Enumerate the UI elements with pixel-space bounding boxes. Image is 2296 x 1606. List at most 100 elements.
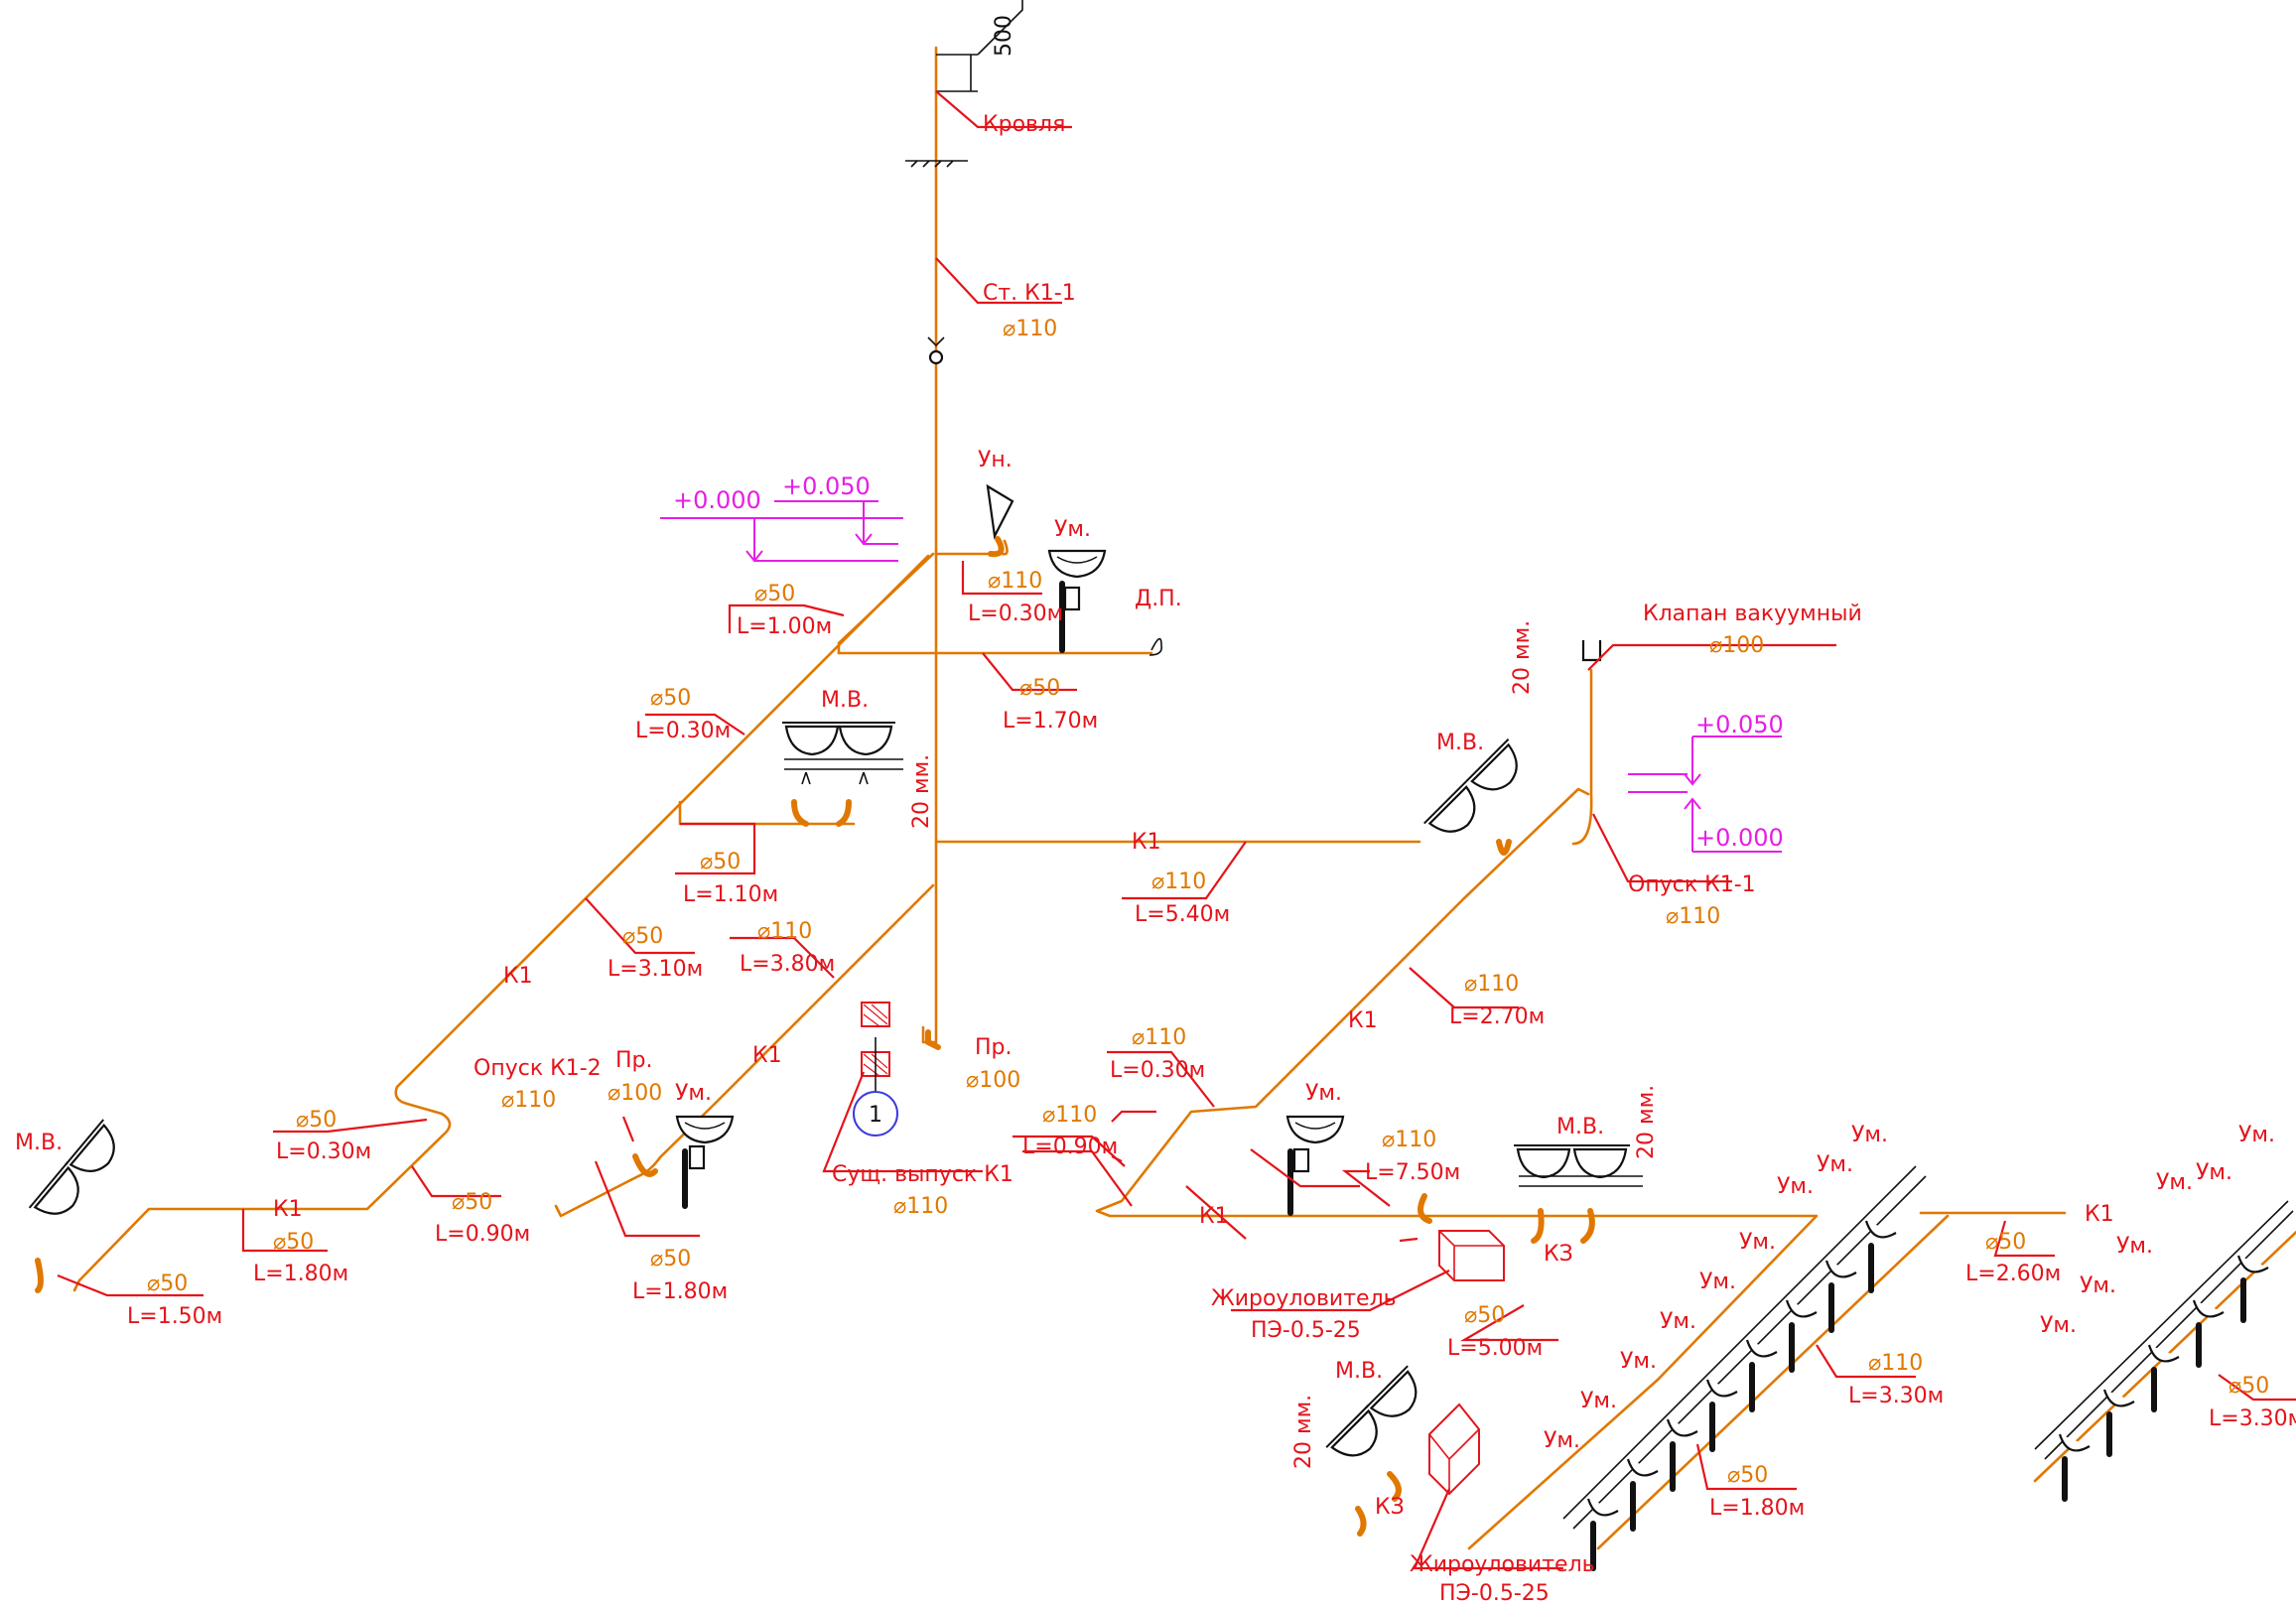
outlet-diameter: ⌀110 xyxy=(893,1194,948,1219)
pipe-length: L=3.10м xyxy=(608,957,703,982)
pipe-length: L=1.80м xyxy=(253,1262,348,1286)
elevation-label: +0.000 xyxy=(673,486,761,514)
pipe-length: L=1.70м xyxy=(1003,709,1098,734)
pipe-diameter: ⌀50 xyxy=(452,1190,492,1215)
fixture-label: Ум. xyxy=(1620,1349,1657,1374)
grease-trap-name: Жироуловитель xyxy=(1211,1286,1397,1311)
pipe-network xyxy=(72,0,2296,1550)
sink-row-a xyxy=(1562,1165,1927,1571)
fixture-label: М.В. xyxy=(1436,731,1484,755)
drop-diameter: ⌀110 xyxy=(501,1088,556,1113)
grease-trap-tag: КЗ xyxy=(1375,1495,1405,1520)
sink-icon xyxy=(1705,1379,1738,1452)
elevation-label: +0.000 xyxy=(1695,824,1784,852)
pipe-diameter: ⌀110 xyxy=(757,919,812,944)
sink-icon xyxy=(1864,1220,1897,1293)
valve-diameter: ⌀100 xyxy=(1709,633,1764,658)
fixture-label: Ум. xyxy=(2238,1123,2275,1147)
fixture-label: Ум. xyxy=(1851,1123,1888,1147)
fixture-label: Ум. xyxy=(2196,1160,2232,1185)
fixture-label: М.В. xyxy=(821,688,869,713)
pipe-length: L=0.30м xyxy=(968,602,1063,626)
fixture-label: Ум. xyxy=(1580,1389,1617,1413)
fixtures xyxy=(28,483,1643,1496)
elevation-label: +0.050 xyxy=(1695,711,1784,738)
fixture-label: Ум. xyxy=(2040,1313,2077,1338)
dimension-label: 20 мм. xyxy=(1510,620,1535,695)
pipe-length: L=1.80м xyxy=(632,1279,728,1304)
pipe-diameter: ⌀110 xyxy=(1151,870,1206,894)
pipe-length: L=2.70м xyxy=(1449,1004,1545,1029)
pipe-length: L=1.10м xyxy=(683,882,778,907)
pipe-diameter: ⌀50 xyxy=(2228,1374,2269,1399)
pipe-diameter: ⌀50 xyxy=(650,686,691,711)
pipe-diameter: ⌀110 xyxy=(1868,1351,1923,1376)
outlet-name: Сущ. выпуск К1 xyxy=(832,1162,1013,1187)
pipe-length: L=0.30м xyxy=(1110,1058,1205,1083)
fixture-label: Ум. xyxy=(1817,1152,1853,1177)
fixture-label: Ум. xyxy=(1054,517,1091,542)
sink-icon xyxy=(2147,1344,2180,1412)
pipe-diameter: ⌀50 xyxy=(1464,1303,1505,1328)
line-marker: К1 xyxy=(1348,1008,1378,1033)
fixture-label: Ум. xyxy=(675,1081,712,1106)
dimension-label: 20 мм. xyxy=(1291,1395,1316,1469)
sink-icon xyxy=(1824,1260,1857,1333)
fixture-label: М.В. xyxy=(1335,1359,1383,1384)
fixture-label: М.В. xyxy=(15,1131,63,1155)
pipe-diameter: ⌀110 xyxy=(988,569,1042,594)
pipe-length: L=3.30м xyxy=(1848,1384,1944,1408)
line-marker: К1 xyxy=(503,964,533,989)
sink-icon xyxy=(1047,549,1107,579)
pipe-diameter: ⌀50 xyxy=(700,850,741,874)
grease-trap-model: ПЭ-0.5-25 xyxy=(1439,1581,1550,1606)
pipe-diameter: ⌀50 xyxy=(1019,676,1060,701)
pipe-length: L=0.30м xyxy=(276,1139,371,1164)
fixture-label: Пр. xyxy=(615,1048,653,1073)
pipe-length: L=5.40м xyxy=(1135,902,1230,927)
pipe-diameter: ⌀50 xyxy=(1985,1230,2026,1255)
pipe-length: L=3.80м xyxy=(740,952,835,977)
grease-trap-icon xyxy=(1438,1230,1505,1281)
grease-trap-model: ПЭ-0.5-25 xyxy=(1251,1318,1361,1343)
roof-label: Кровля xyxy=(983,112,1065,137)
pipe-diameter: ⌀50 xyxy=(296,1108,337,1133)
sink-row-b xyxy=(2034,1200,2294,1502)
vacuum-valve-icon xyxy=(1581,640,1602,662)
pipe-diameter: ⌀50 xyxy=(754,582,795,606)
elevation-label: +0.050 xyxy=(782,472,871,500)
pipe-length: L=5.00м xyxy=(1447,1336,1543,1361)
valve-name: Клапан вакуумный xyxy=(1643,602,1862,626)
riser-diameter: ⌀110 xyxy=(1003,317,1057,341)
reference-number: 1 xyxy=(869,1103,882,1128)
fixture-label: Ум. xyxy=(1699,1270,1736,1294)
pipe-diameter: ⌀110 xyxy=(1464,972,1519,997)
sink-icon xyxy=(1586,1498,1619,1571)
sink-icon xyxy=(2102,1389,2135,1457)
pipe-length: L=0.30м xyxy=(635,719,731,743)
sink-icon xyxy=(1626,1458,1659,1532)
pipe-diameter: ⌀50 xyxy=(650,1247,691,1271)
shower-drain-icon xyxy=(1148,637,1163,656)
fixture-label: М.В. xyxy=(1556,1115,1604,1139)
fixture-label: Ум. xyxy=(1739,1230,1776,1255)
pipe-diameter: ⌀50 xyxy=(147,1271,188,1296)
pipe-diameter: ⌀110 xyxy=(1042,1103,1097,1128)
drop-name: Опуск К1-1 xyxy=(1628,872,1756,897)
pipe-length: L=2.60м xyxy=(1965,1262,2061,1286)
fixture-label: Ум. xyxy=(2080,1273,2116,1298)
sink-icon xyxy=(1745,1339,1778,1412)
existing-outlet-icon xyxy=(853,1002,898,1137)
pipe-length: L=0.90м xyxy=(1022,1135,1118,1159)
pipe-length: L=0.90м xyxy=(435,1222,530,1247)
line-marker: К1 xyxy=(1199,1204,1229,1229)
fixture-label: Ум. xyxy=(2116,1234,2153,1259)
reference-circle xyxy=(853,1091,898,1137)
double-sink-icon xyxy=(780,721,903,785)
dimension-label: 20 мм. xyxy=(909,754,934,829)
double-sink-icon xyxy=(1512,1143,1643,1187)
fixture-label: Ум. xyxy=(1660,1309,1696,1334)
pipe-diameter: ⌀50 xyxy=(1727,1463,1768,1488)
line-marker: К1 xyxy=(273,1197,303,1222)
